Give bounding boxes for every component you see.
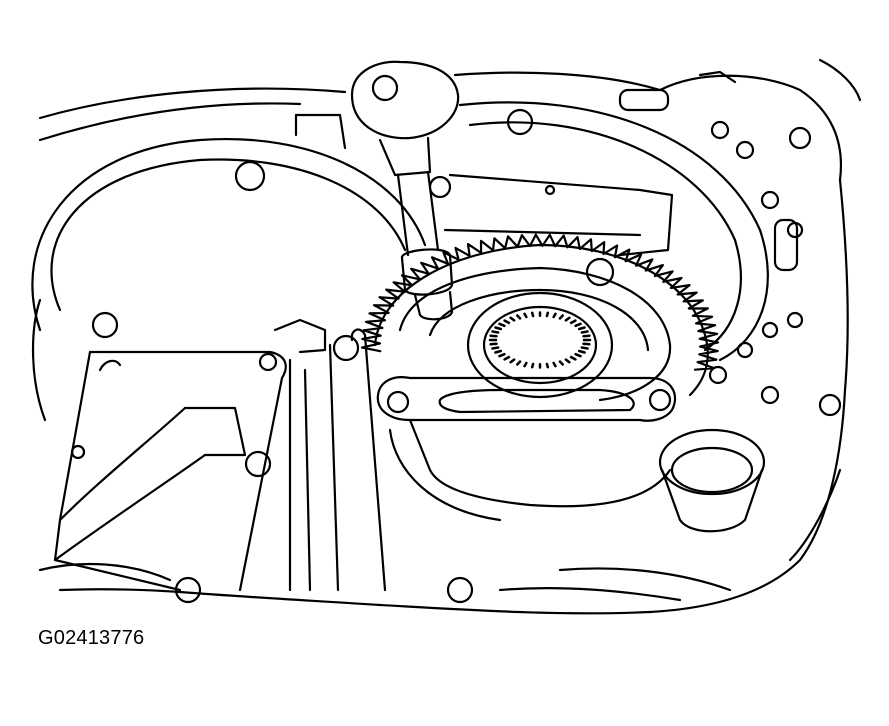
bolt-hole — [788, 313, 802, 327]
bolt-hole — [820, 395, 840, 415]
bolt-hole — [176, 578, 200, 602]
pump-cover-flange — [378, 377, 675, 520]
bolt-hole — [738, 343, 752, 357]
bolt-hole — [650, 390, 670, 410]
bolt-hole — [788, 223, 802, 237]
planetary-carrier — [400, 177, 670, 400]
upper-bracket — [296, 115, 672, 255]
bolt-hole — [587, 259, 613, 285]
bolt-hole — [508, 110, 532, 134]
figure-id-label: G02413776 — [38, 627, 145, 649]
tool-extension — [352, 62, 458, 320]
bolt-hole — [388, 392, 408, 412]
bolt-hole — [737, 142, 753, 158]
ring-gear — [362, 235, 718, 395]
oil-channel — [275, 320, 385, 590]
bolt-hole — [762, 387, 778, 403]
bolt-hole — [712, 122, 728, 138]
oil-seal-cup — [660, 430, 764, 531]
bolt-hole — [334, 336, 358, 360]
bolt-hole — [93, 313, 117, 337]
bolt-hole — [710, 367, 726, 383]
bolt-hole — [790, 128, 810, 148]
oil-passage — [620, 90, 668, 110]
bolt-hole — [246, 452, 270, 476]
case-bottom — [40, 564, 730, 602]
bolt-hole — [763, 323, 777, 337]
valve-body-cover — [55, 352, 286, 590]
case-arc — [460, 90, 840, 415]
bolt-hole — [762, 192, 778, 208]
bolt-hole — [448, 578, 472, 602]
bolt-hole — [260, 354, 276, 370]
oil-passage — [775, 220, 797, 270]
splined-hub — [484, 307, 596, 383]
bolt-hole — [430, 177, 450, 197]
housing-bore — [32, 139, 425, 337]
bolt-hole — [236, 162, 264, 190]
transmission-case — [33, 60, 860, 613]
